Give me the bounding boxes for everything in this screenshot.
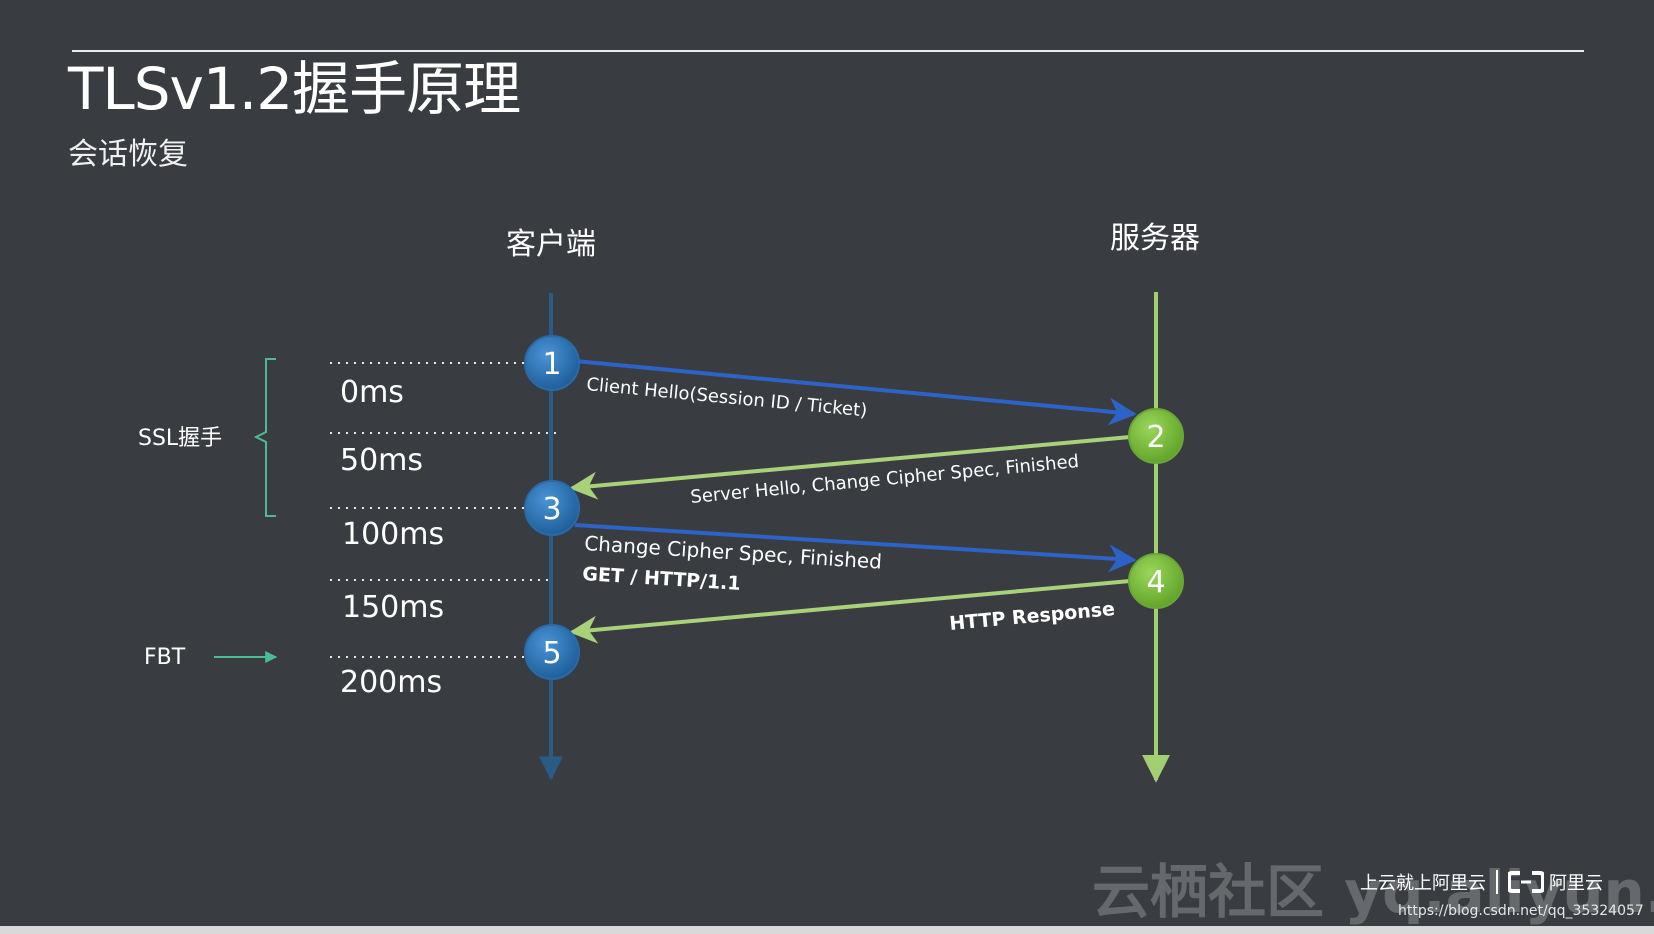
message-arrow-2 [569,435,1131,500]
aliyun-logo: 阿里云 [1508,869,1603,895]
brand-slogan: 上云就上阿里云 [1360,873,1486,894]
aliyun-logo-icon [1508,871,1544,893]
step-node-4: 4 [1128,553,1184,609]
message-arrow-1 [574,359,1137,426]
step-number: 1 [542,347,561,382]
ssl-bracket [253,358,276,517]
page-title: TLSv1.2握手原理 [68,55,521,123]
fbt-label: FBT [144,645,186,670]
message-label-3b: GET / HTTP/1.1 [582,563,742,595]
server-label: 服务器 [1110,221,1200,256]
brand-bar: 上云就上阿里云 阿里云 [1360,868,1603,896]
bottom-strip [0,926,1654,934]
step-node-1: 1 [524,335,580,391]
step-number: 2 [1146,420,1165,455]
time-label-3: 150ms [342,590,444,625]
message-label-1: Client Hello(Session ID / Ticket) [586,374,869,421]
brand-divider [1496,870,1498,894]
message-arrow-3 [574,523,1137,573]
client-label: 客户端 [506,227,596,262]
time-label-0: 0ms [340,375,404,410]
step-number: 5 [542,636,561,671]
step-number: 4 [1146,565,1165,600]
step-node-2: 2 [1128,408,1184,464]
page-subtitle: 会话恢复 [68,137,188,172]
time-label-4: 200ms [340,665,442,700]
watermark: 云栖社区 yq.aliyun.com [1092,858,1654,926]
message-arrow-4 [569,579,1131,644]
step-node-3: 3 [524,480,580,536]
message-label-4: HTTP Response [948,598,1115,635]
time-guides [330,362,556,658]
step-number: 3 [542,492,561,527]
source-url: https://blog.csdn.net/qq_35324057 [1398,903,1644,919]
time-label-1: 50ms [340,443,423,478]
ssl-label: SSL握手 [138,426,222,451]
step-node-5: 5 [524,624,580,680]
top-rule [72,50,1584,52]
brand-logo-text: 阿里云 [1549,873,1603,894]
time-label-2: 100ms [342,517,444,552]
